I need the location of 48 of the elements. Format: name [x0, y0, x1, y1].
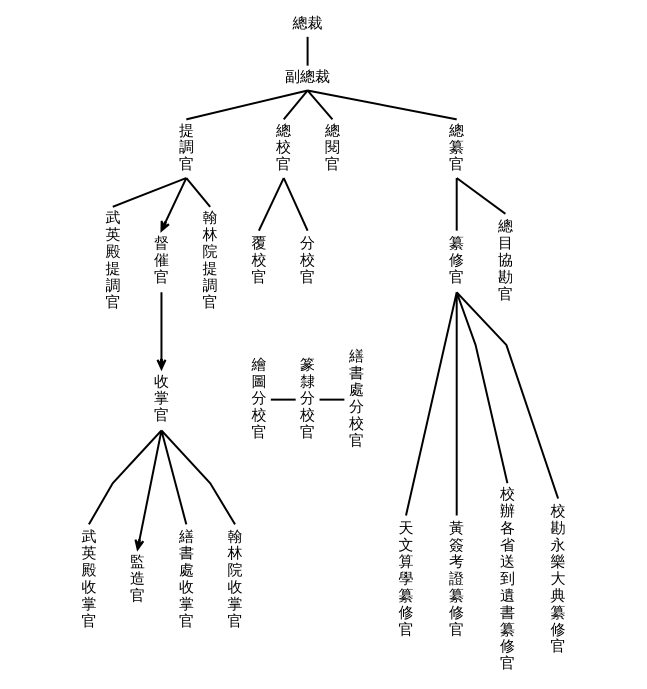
- connector: [306, 90, 334, 120]
- arrow: [134, 430, 162, 550]
- connector: [160, 430, 188, 525]
- connector: [186, 177, 211, 208]
- connector: [258, 178, 285, 232]
- connector: [112, 177, 187, 208]
- node-text: 副總裁: [285, 68, 330, 86]
- arrow: [160, 178, 188, 232]
- connector: [282, 90, 308, 120]
- connector: [456, 292, 560, 499]
- node-text: 繪圖分校官: [251, 355, 266, 441]
- node-text: 纂修官: [449, 234, 464, 286]
- node-text: 總裁: [292, 14, 323, 32]
- node-text: 黃簽考證纂修官: [449, 518, 464, 638]
- node-text: 督催官: [154, 234, 169, 286]
- connector: [88, 430, 162, 525]
- node-text: 覆校官: [251, 234, 266, 286]
- connector: [456, 292, 458, 516]
- node-text: 繕書處分校官: [348, 346, 364, 450]
- connector: [270, 398, 296, 401]
- node-text: 總閱官: [324, 121, 340, 174]
- connector: [456, 178, 458, 231]
- node-text: 繕書處收掌官: [178, 527, 194, 630]
- connector: [456, 177, 506, 215]
- connector: [282, 178, 308, 232]
- node-text: 校辦各省送到遺書纂修官: [500, 485, 515, 672]
- connector: [186, 90, 308, 120]
- node-text: 校勘永樂大典纂修官: [550, 502, 566, 656]
- node-text: 武英殿收掌官: [81, 527, 96, 630]
- node-text: 總纂官: [449, 121, 464, 174]
- connector: [160, 430, 236, 525]
- connector: [405, 292, 458, 516]
- node-text: 總校官: [276, 121, 292, 174]
- connector: [307, 90, 457, 120]
- connector: [456, 292, 508, 484]
- node-text: 收掌官: [154, 372, 169, 424]
- node-text: 翰林院提調官: [202, 208, 218, 312]
- node-text: 天文算學纂修官: [398, 518, 414, 638]
- node-text: 提調官: [178, 121, 194, 174]
- node-text: 篆隸分校官: [300, 355, 316, 441]
- arrow: [156, 292, 166, 370]
- node-text: 監造官: [130, 552, 146, 604]
- node-text: 武英殿提調官: [105, 208, 120, 312]
- node-text: 翰林院收掌官: [228, 527, 243, 630]
- connector: [320, 398, 344, 401]
- connector: [306, 36, 309, 66]
- node-text: 總目協勘官: [498, 217, 513, 303]
- node-text: 分校官: [300, 234, 316, 286]
